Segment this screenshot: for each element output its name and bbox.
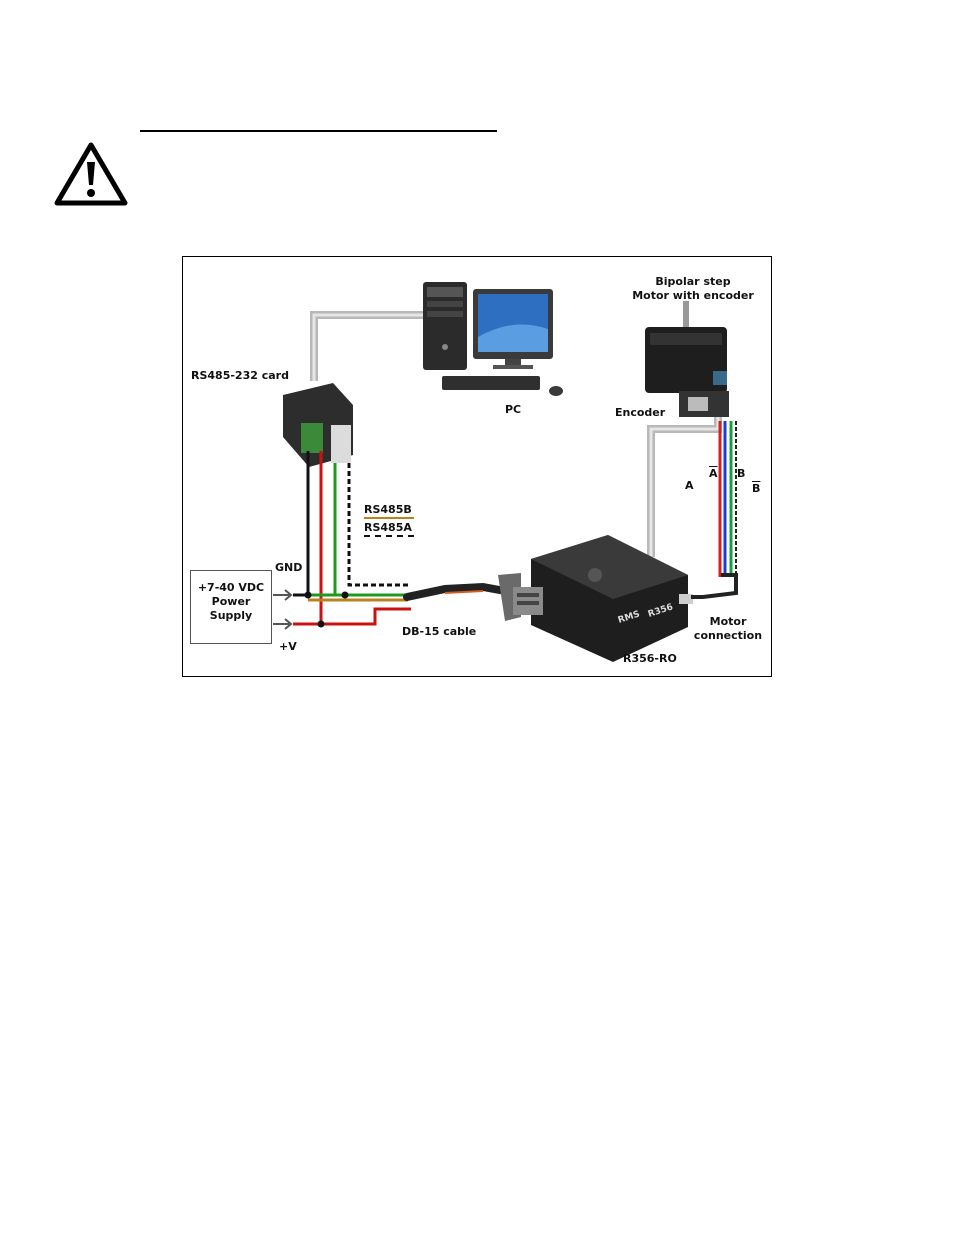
mouse-icon bbox=[549, 386, 563, 396]
encoder-label: Encoder bbox=[615, 406, 665, 419]
motor-connection-line-1: Motor bbox=[683, 615, 773, 628]
pc-label: PC bbox=[505, 403, 521, 416]
gnd-label: GND bbox=[275, 561, 302, 574]
wiring-diagram: RMS R356 Bipolar step Motor with encoder… bbox=[182, 256, 772, 677]
wire-label-a-bar: A bbox=[709, 467, 718, 480]
keyboard-icon bbox=[442, 376, 540, 390]
db15-label: DB-15 cable bbox=[402, 625, 476, 638]
power-supply-box: +7-40 VDC Power Supply bbox=[190, 570, 272, 644]
motor-connection-line-2: connection bbox=[683, 629, 773, 642]
wire-label-b-bar: B bbox=[752, 482, 760, 495]
controller-label: R356-RO bbox=[623, 652, 677, 665]
motor-title-line-1: Bipolar step bbox=[613, 275, 773, 288]
rs485a-label: RS485A bbox=[364, 521, 412, 534]
wire-label-b: B bbox=[737, 467, 745, 480]
stepper-motor-icon bbox=[645, 301, 729, 417]
vplus-label: +V bbox=[279, 640, 297, 653]
serial-cable bbox=[314, 315, 433, 381]
psu-label-line-1: +7-40 VDC bbox=[191, 581, 271, 594]
computer-tower-icon bbox=[423, 282, 467, 370]
rs485a-legend-line bbox=[364, 535, 414, 537]
warning-icon bbox=[54, 142, 128, 206]
rs-card-label: RS485-232 card bbox=[191, 369, 289, 382]
rs485b-legend-line bbox=[364, 517, 414, 519]
adapter-card-icon bbox=[283, 383, 353, 467]
rs485b-label: RS485B bbox=[364, 503, 412, 516]
monitor-icon bbox=[473, 289, 553, 369]
psu-label-line-3: Supply bbox=[191, 609, 271, 622]
controller-icon bbox=[513, 535, 693, 662]
psu-label-line-2: Power bbox=[191, 595, 271, 608]
wire-label-a: A bbox=[685, 479, 694, 492]
heading-underline bbox=[140, 130, 497, 132]
motor-title-line-2: Motor with encoder bbox=[613, 289, 773, 302]
